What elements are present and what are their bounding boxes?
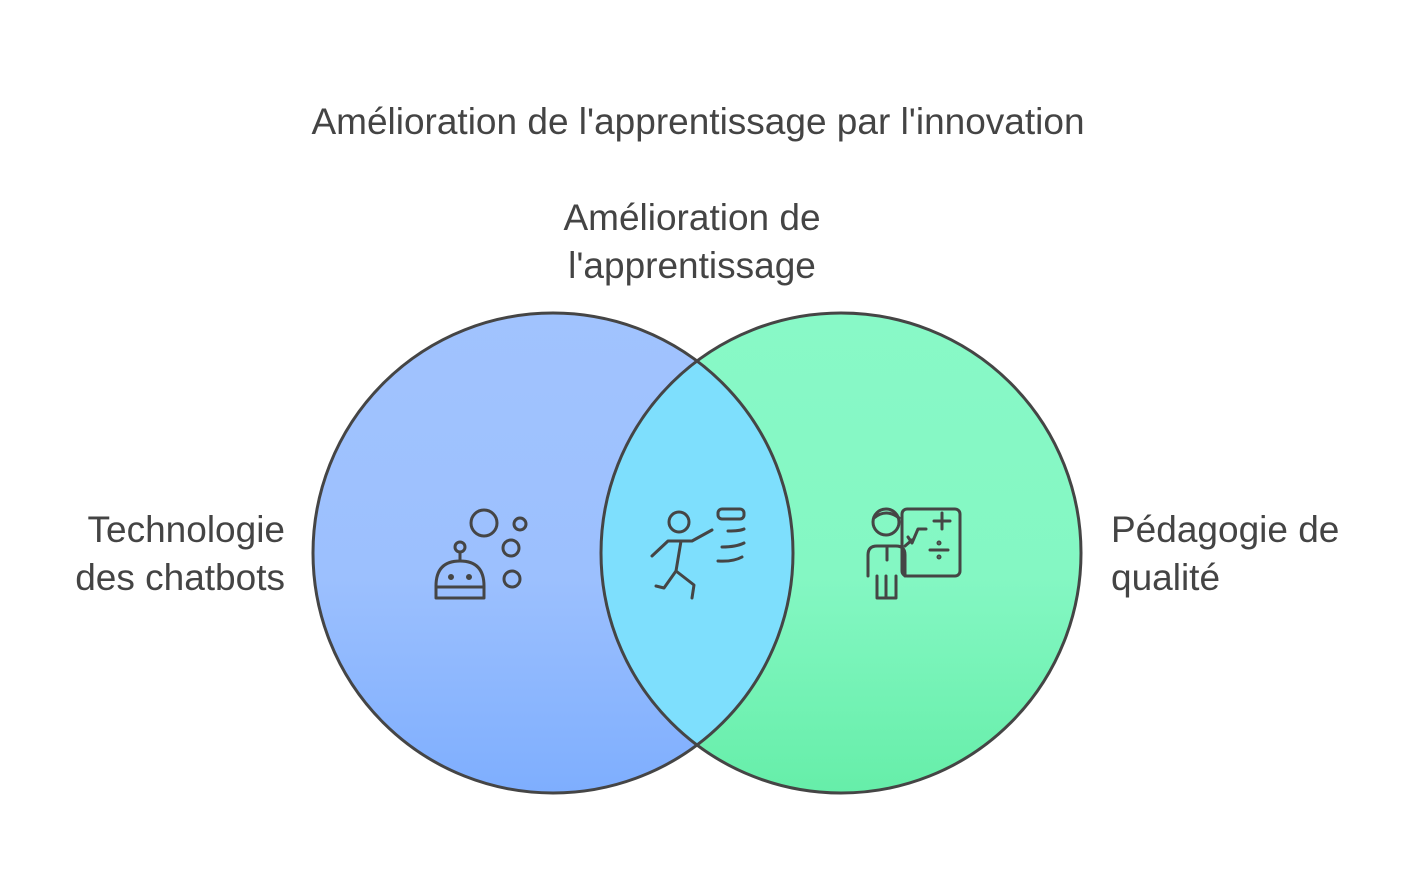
- left-label-line2: des chatbots: [75, 557, 285, 598]
- left-circle-outline: [311, 311, 795, 795]
- right-label-line2: qualité: [1111, 557, 1220, 598]
- chatbot-robot-icon: [434, 508, 528, 600]
- intersection-label-line2: l'apprentissage: [568, 245, 816, 286]
- running-person-icon: [650, 507, 746, 600]
- intersection-region: [601, 313, 793, 793]
- diagram-title: Amélioration de l'apprentissage par l'in…: [311, 101, 1084, 142]
- teacher-math-board-icon: [866, 507, 962, 600]
- right-label-line1: Pédagogie de: [1111, 509, 1339, 550]
- right-circle-outline: [599, 311, 1083, 795]
- intersection-label-line1: Amélioration de: [563, 197, 820, 238]
- left-label-line1: Technologie: [88, 509, 285, 550]
